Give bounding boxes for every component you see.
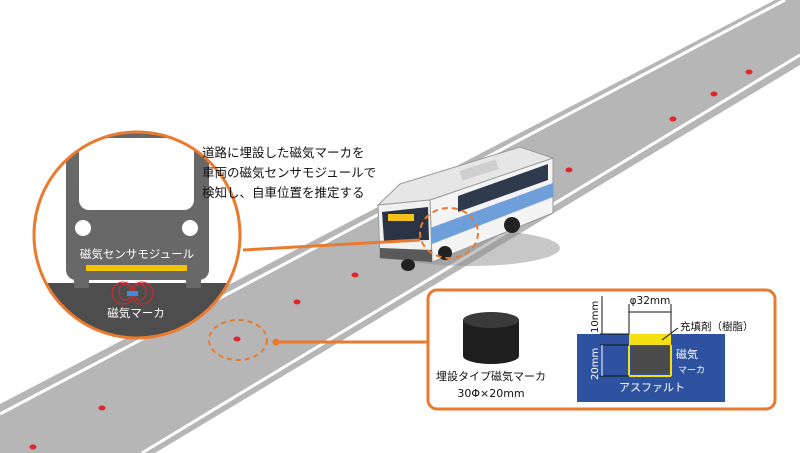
road-marker: [293, 299, 301, 305]
inset-marker-label: 磁気マーカ: [107, 306, 165, 320]
road-marker: [669, 116, 677, 122]
road-marker: [98, 405, 106, 411]
inset-wheel: [74, 276, 89, 288]
filler-label: 充填剤（樹脂）: [680, 320, 754, 333]
road-marker: [565, 167, 573, 173]
caption-line-3: 検知し、自車位置を推定する: [202, 185, 365, 200]
inset-bus-window: [79, 138, 194, 210]
road-markers: [29, 69, 753, 450]
marker-cylinder: [463, 312, 519, 364]
inset-border: [32, 130, 242, 340]
inset-marker-magnet: [127, 291, 138, 296]
magnet-section: [631, 345, 669, 373]
inset-sensor-label: 磁気センサモジュール: [80, 247, 194, 261]
bus-front-bumper: [380, 248, 432, 262]
bus-wheel: [401, 259, 415, 271]
bus-sensor-highlight: [419, 207, 479, 259]
bus-wheel: [504, 217, 520, 233]
bus-side-stripe: [430, 183, 553, 244]
bus-destination-sign: [388, 214, 414, 221]
road-marker: [29, 444, 37, 450]
marker-product-name: 埋設タイプ磁気マーカ: [436, 369, 546, 383]
bus-roof-unit: [459, 159, 499, 181]
marker-detail-panel: 埋設タイプ磁気マーカ 30Φ×20mm φ32mm 10mm 20mm: [426, 288, 777, 411]
caption-line-2: 車両の磁気センサモジュールで: [202, 165, 376, 180]
magnet-label-1: 磁気: [676, 347, 698, 361]
inset-tail-light: [182, 220, 198, 236]
cross-section: φ32mm 10mm 20mm 充填剤（樹脂） 磁気 マーカ アスファルト: [577, 295, 754, 402]
asphalt-label: アスファルト: [619, 381, 685, 394]
magnet-label-2: マーカ: [678, 365, 705, 376]
bus-side-windows: [458, 164, 548, 212]
connector-bus-inset: [242, 238, 421, 252]
road-marker-highlight: [208, 319, 268, 361]
dim-10-label: 10mm: [590, 301, 601, 333]
bus: [376, 146, 560, 271]
road-marker: [233, 336, 241, 342]
dim-20-label: 20mm: [590, 348, 601, 380]
marker-product-size: 30Φ×20mm: [457, 387, 524, 400]
road-marker: [351, 272, 359, 278]
inset-tail-light: [75, 220, 91, 236]
bus-rear-inset: 磁気センサモジュール 磁気マーカ: [32, 130, 242, 340]
caption-line-1: 道路に埋設した磁気マーカを: [202, 145, 365, 160]
filler-section: [629, 334, 671, 345]
connector-dot: [272, 338, 280, 346]
road-marker: [710, 91, 718, 97]
inset-wheel: [186, 276, 201, 288]
road-marker: [745, 69, 753, 75]
dim-diameter-label: φ32mm: [630, 295, 671, 307]
inset-sensor-bar: [86, 265, 187, 271]
caption: 道路に埋設した磁気マーカを 車両の磁気センサモジュールで 検知し、自車位置を推定…: [202, 145, 376, 200]
